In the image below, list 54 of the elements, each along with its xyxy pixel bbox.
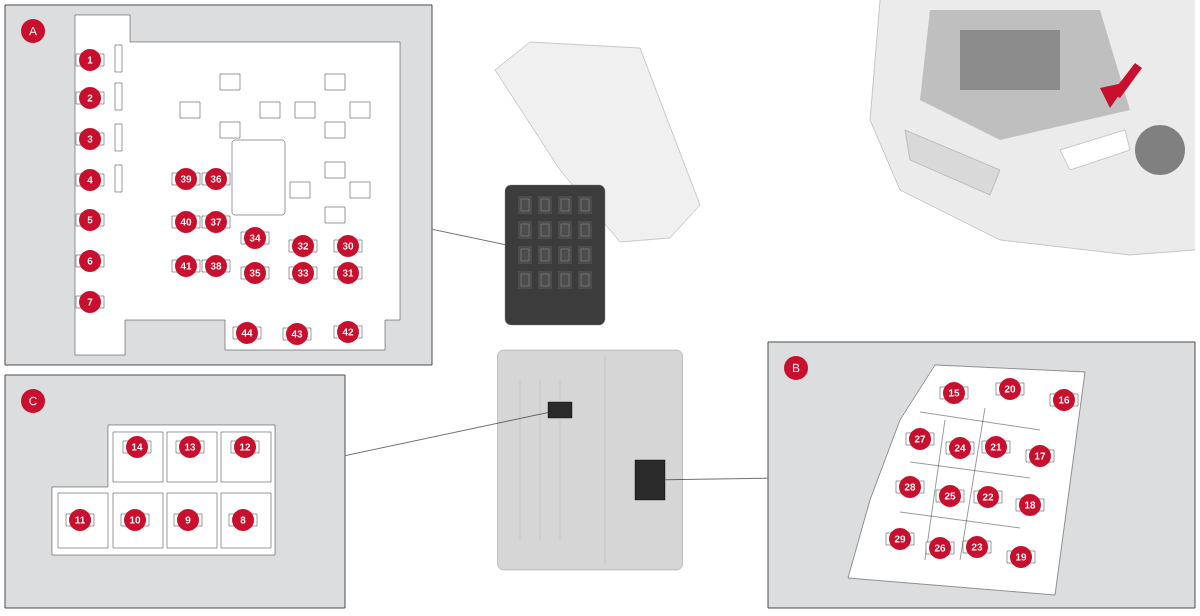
fuse-number: 16 bbox=[1049, 389, 1079, 411]
fuse-number: 40 bbox=[171, 211, 201, 233]
fuse-number: 14 bbox=[122, 436, 152, 458]
fuse-number: 23 bbox=[962, 536, 992, 558]
leader-line bbox=[345, 412, 549, 456]
fuse-number: 30 bbox=[333, 235, 363, 257]
fuse-number: 35 bbox=[240, 262, 270, 284]
fuse-number: 13 bbox=[175, 436, 205, 458]
fuse-number: 22 bbox=[973, 486, 1003, 508]
fuse-box-drawing bbox=[504, 184, 606, 326]
fuse-number: 33 bbox=[288, 262, 318, 284]
fuse-number: 6 bbox=[75, 250, 105, 272]
fuse-number: 24 bbox=[945, 437, 975, 459]
fuse-number: 28 bbox=[895, 476, 925, 498]
fuse-block-drawing bbox=[547, 401, 573, 419]
fuse-number: 43 bbox=[282, 323, 312, 345]
fuse-number: 39 bbox=[171, 168, 201, 190]
fuse-block-drawing bbox=[634, 459, 666, 501]
fuse-number: 38 bbox=[201, 255, 231, 277]
fuse-number: 26 bbox=[925, 537, 955, 559]
fuse-number: 18 bbox=[1015, 494, 1045, 516]
fuse-number: 9 bbox=[173, 509, 203, 531]
fuse-number: 2 bbox=[75, 87, 105, 109]
fuse-number: 10 bbox=[120, 509, 150, 531]
fuse-number: 37 bbox=[201, 211, 231, 233]
fuse-number: 20 bbox=[995, 378, 1025, 400]
fuse-number: 3 bbox=[75, 128, 105, 150]
fuse-number: 17 bbox=[1025, 445, 1055, 467]
leader-line bbox=[664, 477, 768, 481]
panel-letter: B bbox=[784, 356, 808, 380]
fuse-number: 15 bbox=[939, 382, 969, 404]
fuse-number: 44 bbox=[232, 322, 262, 344]
fuse-number: 8 bbox=[228, 509, 258, 531]
fuse-number: 4 bbox=[75, 169, 105, 191]
fuse-number: 1 bbox=[75, 49, 105, 71]
panel-letter: C bbox=[21, 389, 45, 413]
fuse-number: 7 bbox=[75, 291, 105, 313]
fuse-number: 27 bbox=[905, 428, 935, 450]
panel-letter: A bbox=[21, 19, 45, 43]
fuse-number: 41 bbox=[171, 255, 201, 277]
fuse-number: 32 bbox=[288, 235, 318, 257]
fuse-number: 42 bbox=[333, 321, 363, 343]
fuse-number: 11 bbox=[65, 509, 95, 531]
fuse-number: 5 bbox=[75, 209, 105, 231]
fuse-number: 34 bbox=[240, 227, 270, 249]
fuse-number: 29 bbox=[885, 528, 915, 550]
fuse-box-drawing bbox=[497, 349, 683, 571]
fuse-number: 12 bbox=[230, 436, 260, 458]
fuse-number: 25 bbox=[935, 485, 965, 507]
fuse-number: 19 bbox=[1006, 546, 1036, 568]
fuse-number: 36 bbox=[201, 168, 231, 190]
leader-line bbox=[432, 229, 506, 245]
fuse-number: 31 bbox=[333, 262, 363, 284]
fuse-number: 21 bbox=[981, 436, 1011, 458]
